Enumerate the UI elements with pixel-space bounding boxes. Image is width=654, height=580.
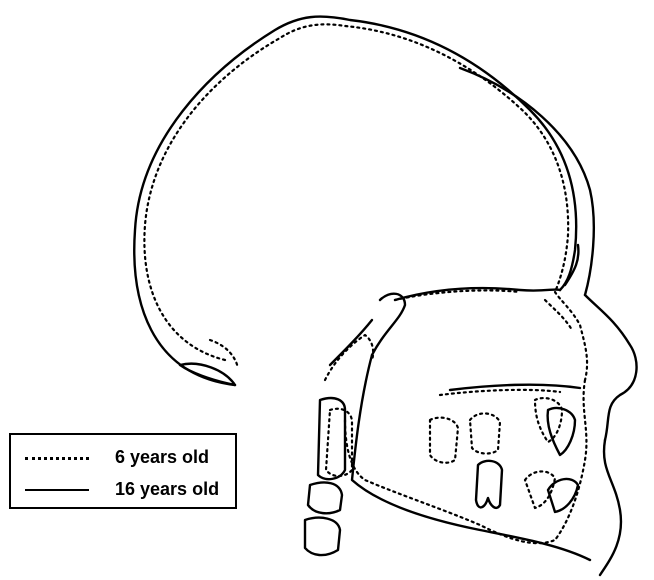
legend-label-6-years: 6 years old (115, 447, 209, 468)
legend-item-6-years: 6 years old (11, 443, 235, 473)
legend-label-16-years: 16 years old (115, 479, 219, 500)
dotted-line-swatch (25, 457, 89, 460)
legend-item-16-years: 16 years old (11, 475, 235, 505)
solid-line-swatch (25, 489, 89, 491)
legend: 6 years old 16 years old (9, 433, 237, 509)
